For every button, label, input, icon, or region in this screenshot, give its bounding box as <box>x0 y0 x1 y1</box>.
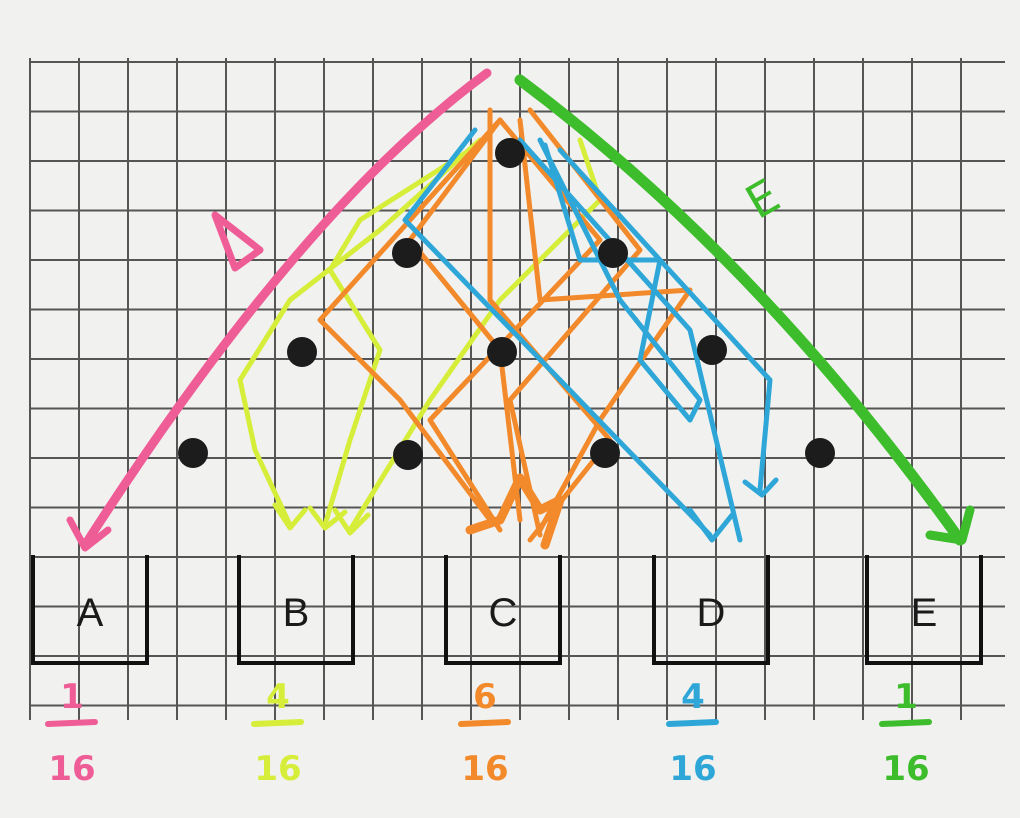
bin-label: D <box>697 591 726 635</box>
paths-d-blue <box>402 127 779 543</box>
bin-label: A <box>77 591 104 635</box>
fraction-bar <box>879 719 932 727</box>
path-a-pink <box>66 68 492 552</box>
peg <box>697 335 727 365</box>
bin-label: C <box>489 591 518 635</box>
fraction-bar <box>251 719 304 727</box>
fraction-bar <box>666 719 719 727</box>
fraction-denominator: 16 <box>461 749 508 789</box>
peg <box>393 440 423 470</box>
bin-outline <box>444 555 562 665</box>
peg <box>495 138 525 168</box>
fraction-denominator: 16 <box>882 749 929 789</box>
fraction-denominator: 16 <box>48 749 95 789</box>
fraction-numerator: 1 <box>60 677 84 717</box>
bin-label: B <box>283 591 310 635</box>
fraction-numerator: 6 <box>473 677 497 717</box>
bin-label: E <box>911 591 938 635</box>
fraction-bar <box>45 719 98 727</box>
peg <box>287 337 317 367</box>
pegs <box>178 138 835 470</box>
bin-outline <box>865 555 983 665</box>
peg <box>805 438 835 468</box>
bin-outline <box>237 555 355 665</box>
peg <box>487 337 517 367</box>
bin-outline <box>652 555 770 665</box>
fraction-denominator: 16 <box>254 749 301 789</box>
bin-outline <box>31 555 149 665</box>
bin-e: E 1 16 <box>865 555 983 789</box>
bin-d: D 4 16 <box>652 555 770 789</box>
peg <box>598 238 628 268</box>
peg <box>178 438 208 468</box>
fraction-numerator: 1 <box>894 677 918 717</box>
bin-c: C 6 16 <box>444 555 562 789</box>
bin-b: B 4 16 <box>237 555 355 789</box>
peg <box>392 238 422 268</box>
fraction-bar <box>458 719 511 727</box>
bins: A 1 16 B 4 16 C 6 16 D 4 16 E 1 16 <box>31 555 983 789</box>
peg <box>590 438 620 468</box>
fraction-denominator: 16 <box>669 749 716 789</box>
bin-a: A 1 16 <box>31 555 149 789</box>
fraction-numerator: 4 <box>681 677 705 717</box>
fraction-numerator: 4 <box>266 677 290 717</box>
